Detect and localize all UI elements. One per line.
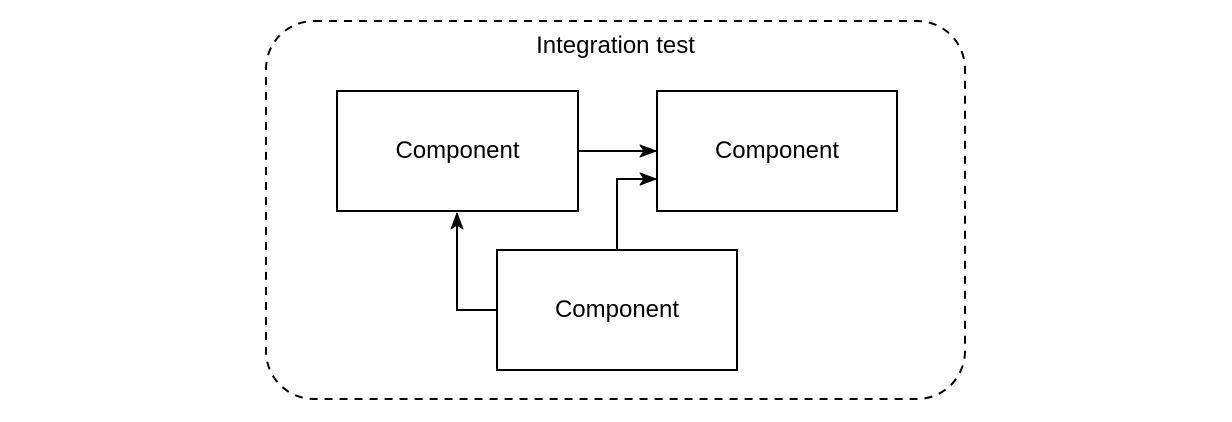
edge-bottom-to-right: [616, 172, 657, 250]
node-component-right: [656, 90, 898, 212]
edge-bottom-to-left: [450, 212, 497, 311]
node-component-bottom: [496, 249, 738, 371]
integration-test-boundary: [265, 20, 966, 400]
node-component-left: [336, 90, 579, 212]
